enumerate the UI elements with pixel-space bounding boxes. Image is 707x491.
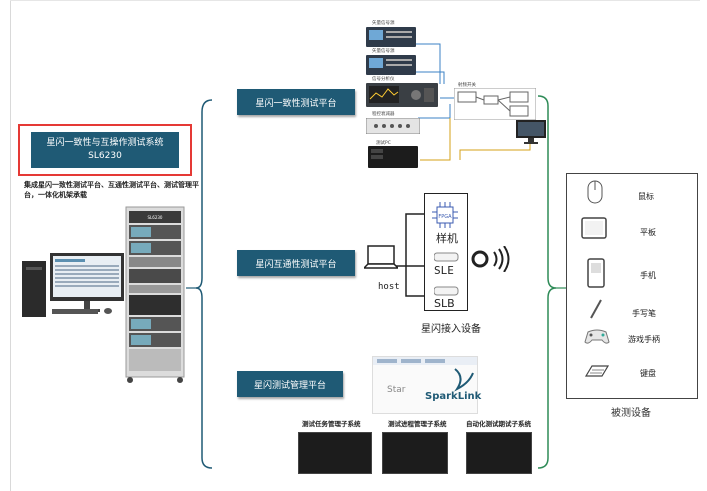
vector-signal-generator-1 (366, 27, 416, 47)
main-system-model: SL6230 (88, 151, 122, 161)
subsystem-screenshot-2 (382, 432, 448, 474)
access-device-slb: SLB (434, 297, 455, 310)
subsystem-label-1: 测试任务管理子系统 (302, 420, 361, 428)
subsystem-screenshot-3 (466, 432, 532, 474)
platform-management-label: 星闪测试管理平台 (253, 380, 326, 391)
access-device-prototype: 样机 (436, 232, 458, 245)
fpga-chip-icon: FPGA (432, 202, 458, 228)
instrument-label-5: 测试PC (376, 141, 391, 146)
main-system-highlight: 星闪一致性与互操作测试系统 SL6230 (18, 124, 192, 176)
sparklink-logo-text: SparkLink (425, 391, 482, 402)
laptop-icon (364, 245, 398, 269)
programmable-attenuator (366, 118, 420, 134)
platform-conformance-label: 星闪一致性测试平台 (255, 98, 337, 109)
access-device-caption: 星闪接入设备 (421, 324, 481, 335)
mouse-icon (587, 180, 603, 204)
monitor-display (516, 120, 546, 144)
tablet-icon (581, 217, 607, 239)
frame-border-top (10, 0, 700, 1)
host-label: host (378, 282, 400, 292)
main-system-title-box: 星闪一致性与互操作测试系统 SL6230 (31, 132, 179, 168)
keyboard (52, 309, 98, 314)
sparklink-star-text: Star (387, 385, 406, 395)
dut-label-keyboard: 键盘 (640, 369, 656, 378)
pc-tower (22, 261, 46, 317)
instrument-label-1: 矢量信号源 (372, 21, 395, 26)
fpga-label: FPGA (438, 214, 452, 220)
vector-signal-generator-2 (366, 55, 416, 75)
slb-dongle-icon (434, 286, 459, 296)
nearlink-wireless-icon (471, 246, 510, 272)
platform-management: 星闪测试管理平台 (237, 371, 343, 397)
subsystem-label-3: 自动化测试期试子系统 (466, 420, 531, 428)
test-pc (368, 146, 418, 168)
dut-label-phone: 手机 (640, 271, 656, 280)
instrument-label-4: 程控衰减器 (372, 112, 395, 117)
rf-switch-schematic (454, 88, 536, 120)
sle-dongle-icon (434, 252, 459, 262)
platform-interop-label: 星闪互通性测试平台 (255, 259, 337, 270)
system-description: 集成星闪一致性测试平台、互通性测试平台、测试管理平台，一体化机架承载 (24, 181, 199, 199)
right-bracket (537, 95, 557, 469)
gamepad-icon (584, 329, 610, 344)
rack-label: SL6230 (148, 215, 163, 220)
dut-label-tablet: 平板 (640, 228, 656, 237)
left-bracket (195, 99, 213, 469)
main-system-title: 星闪一致性与互操作测试系统 (46, 138, 164, 148)
instrument-label-3: 信号分析仪 (372, 77, 395, 82)
frame-border-left (10, 0, 11, 491)
dut-label-mouse: 鼠标 (638, 192, 654, 201)
phone-icon (587, 258, 605, 288)
platform-conformance: 星闪一致性测试平台 (237, 89, 355, 115)
subsystem-label-2: 测试进程管理子系统 (388, 420, 447, 428)
workstation-rack-illustration: SL6230 (22, 206, 185, 383)
instrument-label-2: 矢量信号源 (372, 49, 395, 54)
platform-interop: 星闪互通性测试平台 (237, 250, 355, 276)
subsystem-screenshot-1 (298, 432, 372, 474)
signal-analyzer (366, 83, 438, 107)
access-device-sle: SLE (434, 264, 454, 277)
sparklink-software-screenshot: Star SparkLink (372, 356, 482, 414)
instrument-label-6: 射频开关 (458, 83, 476, 88)
mouse (104, 308, 112, 314)
dut-label-gamepad: 游戏手柄 (628, 335, 660, 344)
stylus-icon (590, 299, 602, 319)
dut-label-stylus: 手写笔 (632, 309, 656, 318)
dut-caption: 被测设备 (611, 408, 651, 419)
keyboard-icon (584, 365, 610, 377)
